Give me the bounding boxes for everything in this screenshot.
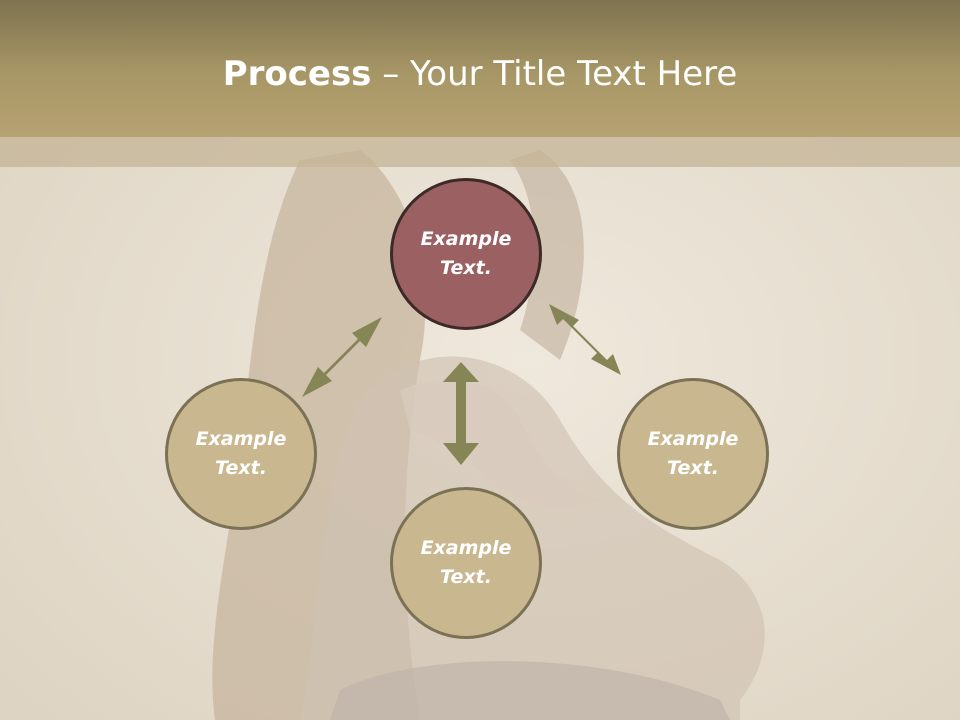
title-bold: Process xyxy=(222,54,372,94)
slide-title: Process – Your Title Text Here xyxy=(0,52,960,96)
process-node-bottom[interactable]: Example Text. xyxy=(390,487,542,639)
process-node-right-label: Example Text. xyxy=(647,428,739,479)
process-node-top[interactable]: Example Text. xyxy=(390,178,542,330)
header-bar xyxy=(0,0,960,137)
process-node-bottom-label: Example Text. xyxy=(420,537,512,588)
process-node-left[interactable]: Example Text. xyxy=(165,378,317,530)
process-node-top-label: Example Text. xyxy=(420,228,512,279)
double-arrow-top-right xyxy=(549,304,621,375)
process-node-left-label: Example Text. xyxy=(195,428,287,479)
double-arrow-top-left xyxy=(302,317,382,397)
title-rest: – Your Title Text Here xyxy=(371,54,738,94)
double-arrow-vertical xyxy=(443,362,479,465)
header-band xyxy=(0,137,960,167)
process-node-right[interactable]: Example Text. xyxy=(617,378,769,530)
